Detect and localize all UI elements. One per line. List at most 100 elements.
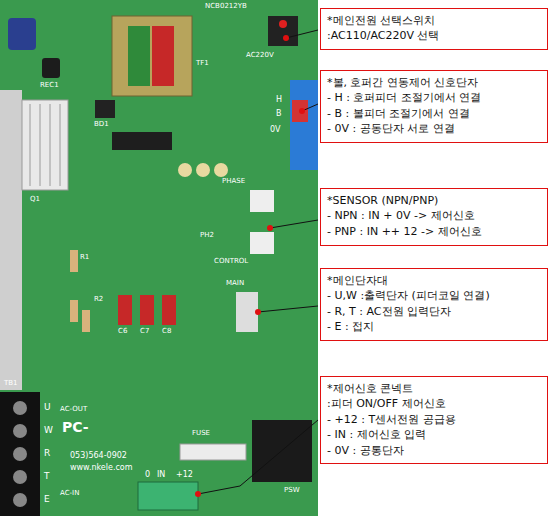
terminal-red — [292, 100, 308, 122]
board-marking: E — [44, 495, 50, 505]
screw — [13, 424, 27, 438]
fuse — [180, 444, 246, 460]
board-marking: 0 — [145, 471, 150, 480]
callout-box: *볼, 호퍼간 연동제어 신호단자- H : 호퍼피더 조절기에서 연결- B … — [320, 70, 548, 143]
metal-plate — [0, 90, 22, 390]
signal-connector — [138, 482, 198, 510]
capacitor — [118, 295, 132, 325]
callout-line: - R, T : AC전원 입력단자 — [327, 304, 541, 319]
leader-line — [198, 420, 318, 494]
callout-line: - PNP : IN ++ 12 -> 제어신호 — [327, 224, 541, 239]
board-marking: PC- — [62, 420, 89, 435]
leader-dot — [255, 309, 261, 315]
leader-line — [286, 30, 318, 38]
board-marking: +12 — [176, 471, 193, 480]
board-marking: Q1 — [30, 196, 40, 204]
heatsink-fin — [60, 104, 61, 186]
leader-dot — [267, 225, 273, 231]
heatsink-fin — [30, 104, 31, 186]
callout-line: :피더 ON/OFF 제어신호 — [327, 396, 541, 411]
capacitor — [196, 163, 210, 177]
resistor — [82, 310, 90, 332]
heatsink-fin — [50, 104, 51, 186]
screw — [13, 447, 27, 461]
board-marking: W — [44, 426, 53, 436]
board-marking: REC1 — [40, 82, 59, 90]
board-marking: NCB0212YB — [205, 3, 247, 11]
leader-line — [270, 220, 318, 228]
board-marking: www.nkele.com — [70, 464, 133, 473]
callout-line: - E : 접지 — [327, 319, 541, 334]
board-marking: TF1 — [196, 60, 209, 68]
callout-heading: *메인전원 선택스위치 — [327, 13, 541, 28]
callout-heading: *볼, 호퍼간 연동제어 신호단자 — [327, 75, 541, 90]
board-marking: BD1 — [94, 121, 109, 129]
board-marking: B — [276, 110, 282, 119]
board-marking: R — [44, 449, 50, 459]
capacitor — [42, 58, 60, 78]
bridge-rectifier — [95, 100, 115, 118]
board-marking: C8 — [162, 328, 171, 336]
main-connector — [236, 292, 258, 332]
heatsink-fin — [40, 104, 41, 186]
leader-dot — [299, 108, 305, 114]
board-marking: AC220V — [246, 52, 274, 60]
board-marking: MAIN — [226, 280, 244, 288]
board-marking: 053)564-0902 — [70, 452, 127, 461]
board-marking: PSW — [284, 487, 300, 495]
board-marking: FUSE — [192, 430, 210, 438]
callout-box: *SENSOR (NPN/PNP)- NPN : IN + 0V -> 제어신호… — [320, 188, 548, 246]
screw — [13, 470, 27, 484]
callout-heading: *제어신호 콘넥트 — [327, 381, 541, 396]
transformer-coil — [152, 26, 174, 86]
board-marking: TB1 — [4, 380, 18, 388]
board-marking: AC-IN — [60, 490, 79, 498]
heatsink — [22, 100, 68, 190]
board-marking: 0V — [270, 126, 281, 135]
voltage-switch — [268, 16, 298, 46]
leader-dot — [195, 491, 201, 497]
capacitor — [8, 18, 36, 50]
capacitor — [214, 163, 228, 177]
leader-line — [258, 306, 318, 312]
resistor — [70, 250, 78, 272]
callout-heading: *메인단자대 — [327, 273, 541, 288]
capacitor — [140, 295, 154, 325]
board-marking: CONTROL — [214, 258, 248, 266]
resistor — [70, 300, 78, 322]
callout-heading: *SENSOR (NPN/PNP) — [327, 193, 541, 208]
callout-box: *메인전원 선택스위치:AC110/AC220V 선택 — [320, 8, 548, 50]
capacitor — [162, 295, 176, 325]
board-marking: PH2 — [200, 232, 214, 240]
callout-line: - +12 : T센서전원 공급용 — [327, 412, 541, 427]
control-connector — [250, 232, 274, 254]
phase-connector — [250, 190, 274, 212]
pcb-board — [0, 0, 318, 516]
callout-line: - U,W :출력단자 (피더코일 연결) — [327, 288, 541, 303]
transformer-coil — [128, 26, 150, 86]
capacitor — [178, 163, 192, 177]
callout-line: - NPN : IN + 0V -> 제어신호 — [327, 208, 541, 223]
board-marking: R1 — [80, 254, 89, 262]
board-marking: R2 — [94, 296, 103, 304]
callout-line: :AC110/AC220V 선택 — [327, 28, 541, 43]
led — [279, 20, 287, 28]
terminal-block — [0, 392, 40, 516]
callout-line: - 0V : 공통단자 — [327, 443, 541, 458]
board-marking: C7 — [140, 328, 149, 336]
terminal-blue — [290, 80, 318, 170]
board-marking: IN — [157, 471, 165, 480]
transformer-core — [112, 16, 192, 96]
board-marking: U — [44, 403, 51, 413]
ic-chip — [112, 132, 172, 150]
callout-box: *제어신호 콘넥트:피더 ON/OFF 제어신호- +12 : T센서전원 공급… — [320, 376, 548, 464]
callout-line: - H : 호퍼피더 조절기에서 연결 — [327, 90, 541, 105]
board-marking: T — [44, 472, 50, 482]
board-marking: PHASE — [222, 178, 245, 186]
board-marking: H — [276, 96, 282, 105]
callout-line: - 0V : 공동단자 서로 연결 — [327, 121, 541, 136]
screw — [13, 493, 27, 507]
leader-dot — [283, 35, 289, 41]
callout-line: - B : 볼피더 조절기에서 연결 — [327, 106, 541, 121]
callout-line: - IN : 제어신호 입력 — [327, 427, 541, 442]
